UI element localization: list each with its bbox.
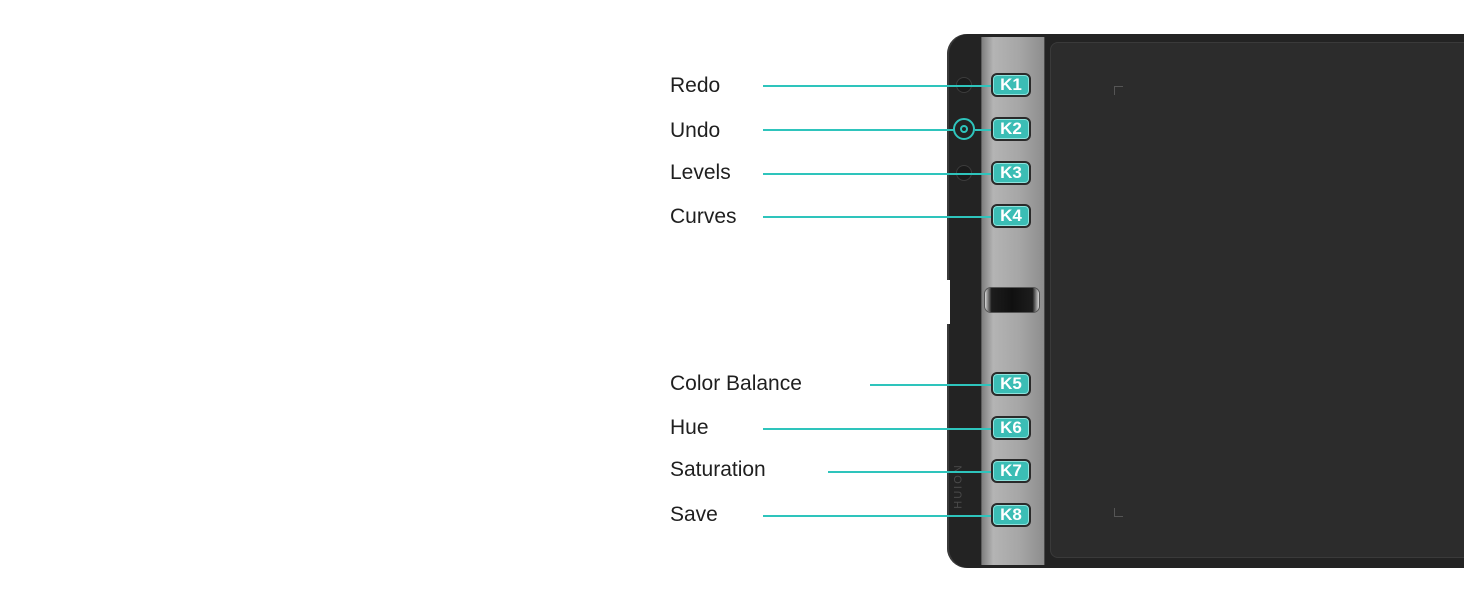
leader-line-k1	[763, 85, 992, 87]
scroll-dial	[985, 288, 1039, 312]
leader-line-k2-left	[763, 129, 955, 131]
label-curves: Curves	[670, 205, 737, 228]
work-area-corner-mark-top	[1114, 86, 1123, 95]
express-key-k2: K2	[991, 117, 1031, 141]
label-undo: Undo	[670, 119, 721, 142]
express-key-k3: K3	[991, 161, 1031, 185]
leader-line-k4	[763, 216, 992, 218]
leader-line-k8	[763, 515, 992, 517]
express-key-k8: K8	[991, 503, 1031, 527]
label-color-balance: Color Balance	[670, 372, 802, 395]
express-key-k1: K1	[991, 73, 1031, 97]
express-key-k5: K5	[991, 372, 1031, 396]
leader-line-k3	[763, 173, 992, 175]
label-save: Save	[670, 503, 718, 526]
leader-line-k7	[828, 471, 992, 473]
leader-line-k2-right	[975, 129, 992, 131]
label-saturation: Saturation	[670, 458, 766, 481]
label-levels: Levels	[670, 161, 731, 184]
express-key-k7: K7	[991, 459, 1031, 483]
leader-line-k6	[763, 428, 992, 430]
leader-line-k5	[870, 384, 992, 386]
work-area-corner-mark-bottom	[1114, 508, 1123, 517]
label-redo: Redo	[670, 74, 721, 97]
express-key-k4: K4	[991, 204, 1031, 228]
tablet-work-area	[1050, 42, 1464, 558]
ring-target-icon	[953, 118, 975, 140]
express-key-k6: K6	[991, 416, 1031, 440]
tablet-side-notch	[946, 280, 950, 324]
label-hue: Hue	[670, 416, 709, 439]
